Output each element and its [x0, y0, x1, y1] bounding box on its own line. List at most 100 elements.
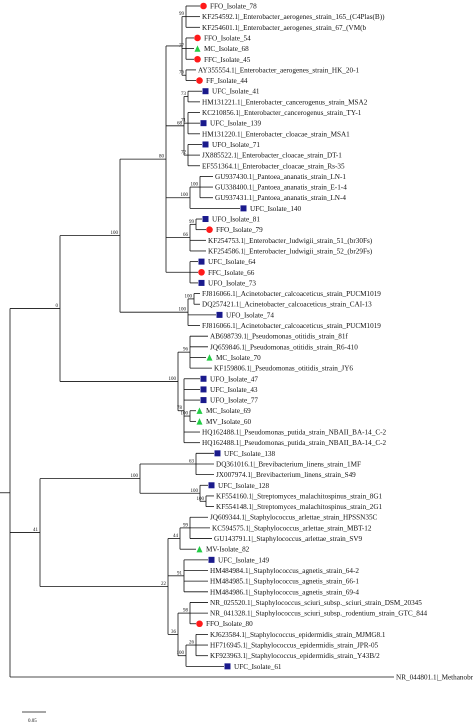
taxon-label: HM484985.1|_Staphylococcus_agnetis_strai… — [210, 578, 359, 586]
isolate-circle-marker — [198, 268, 205, 276]
taxon-label: HM131220.1|_Enterobacter_cloacae_strain_… — [202, 130, 350, 138]
bootstrap-value: 77 — [179, 44, 185, 49]
bootstrap-value: 100 — [179, 308, 187, 313]
taxon-label: HM484984.1|_Staphylococcus_agnetis_strai… — [210, 567, 359, 575]
taxon-label: KF254586.1|_Enterobacter_ludwigii_strain… — [208, 247, 373, 255]
taxon-label: UFO_Isolate_71 — [212, 141, 260, 149]
scale-bar-label: 0.05 — [28, 719, 37, 724]
taxon-label: UFC_Isolate_41 — [212, 88, 260, 96]
taxon-label: HM484986.1|_Staphylococcus_agnetis_strai… — [210, 588, 359, 596]
taxon-labels: FFO_Isolate_78KF254592.1|_Enterobacter_a… — [198, 3, 473, 682]
bootstrap-value: 80 — [159, 155, 165, 160]
isolate-markers — [194, 2, 247, 670]
bootstrap-value: 96 — [183, 348, 189, 353]
isolate-circle-marker — [196, 77, 203, 84]
isolate-square-marker — [202, 216, 209, 223]
taxon-label: AB698739.1|_Pseudomonas_otitidis_strain_… — [210, 333, 348, 341]
taxon-label: UFO_Isolate_77 — [210, 397, 258, 405]
isolate-square-marker — [202, 88, 209, 95]
taxon-label: UFC_Isolate_140 — [250, 205, 302, 213]
bootstrap-value: 99 — [189, 220, 195, 225]
isolate-square-marker — [198, 258, 205, 265]
bootstrap-value: 91 — [177, 571, 183, 576]
bootstrap-value: 22 — [161, 582, 167, 587]
bootstrap-value: 0 — [56, 304, 59, 309]
bootstrap-value: 100 — [181, 193, 189, 198]
isolate-square-marker — [224, 663, 231, 670]
taxon-label: JX885522.1|_Enterobacter_cloacae_strain_… — [202, 152, 342, 160]
bootstrap-value: 98 — [183, 609, 189, 614]
bootstrap-value: 76 — [179, 71, 185, 76]
taxon-label: JQ659846.1|_Pseudomonas_otitidis_strain_… — [210, 343, 358, 351]
taxon-label: KF554160.1|_Streptomyces_malachitospinus… — [216, 492, 383, 500]
taxon-label: FFO_Isolate_80 — [206, 620, 253, 628]
taxon-label: UFO_Isolate_47 — [210, 375, 258, 383]
taxon-label: KF159806.1|_Pseudomonas_otitidis_strain_… — [214, 365, 353, 373]
bootstrap-value: 44 — [173, 534, 179, 539]
bootstrap-value: 100 — [185, 294, 193, 299]
taxon-label: FFO_Isolate_54 — [204, 34, 251, 42]
taxon-label: HQ162488.1|_Pseudomonas_putida_strain_NB… — [202, 429, 387, 437]
taxon-label: GU937430.1|_Pantoea_ananatis_strain_LN-1 — [215, 173, 346, 181]
taxon-label: KF254753.1|_Enterobacter_ludwigii_strain… — [208, 237, 373, 245]
isolate-triangle-marker — [196, 418, 203, 425]
bootstrap-value: 26 — [189, 641, 195, 646]
isolate-square-marker — [200, 120, 207, 127]
bootstrap-value: 63 — [189, 459, 195, 464]
bootstrap-value: 100 — [177, 651, 185, 656]
taxon-label: EF551364.1|_Enterobacter_cloacae_strain_… — [202, 162, 345, 170]
taxon-label: KF254592.1|_Enterobacter_aerogenes_strai… — [202, 13, 385, 21]
bootstrap-value: 100 — [181, 412, 189, 417]
taxon-label: UFC_Isolate_61 — [234, 663, 282, 671]
taxon-label: KF254601.1|_Enterobacter_aerogenes_strai… — [202, 24, 367, 32]
isolate-circle-marker — [206, 226, 213, 233]
isolate-triangle-marker — [194, 45, 201, 52]
bootstrap-value: 100 — [169, 377, 177, 382]
taxon-label: FFO_Isolate_79 — [216, 226, 263, 234]
bootstrap-value: 71 — [181, 119, 187, 124]
bootstrap-value: 66 — [183, 233, 189, 238]
taxon-label: HF716945.1|_Staphylococcus_epidermidis_s… — [210, 642, 379, 650]
scale-bar: 0.05 — [22, 711, 46, 724]
taxon-label: MC_Isolate_68 — [204, 45, 249, 53]
taxon-label: KC210856.1|_Enterobacter_cancerogenus_st… — [202, 109, 362, 117]
isolate-triangle-marker — [196, 407, 203, 414]
isolate-circle-marker — [196, 620, 203, 628]
taxon-label: UFO_Isolate_73 — [208, 279, 256, 287]
taxon-label: GU338400.1|_Pantoea_ananatis_strain_E-1-… — [215, 184, 347, 192]
taxon-label: KC594575.1|_Staphylococcus_arlettae_stra… — [212, 524, 372, 532]
bootstrap-value: 78 — [177, 406, 183, 411]
taxon-label: UFC_Isolate_64 — [208, 258, 256, 266]
isolate-square-marker — [208, 556, 215, 563]
isolate-square-marker — [214, 450, 221, 457]
taxon-label: MC_Isolate_69 — [206, 407, 251, 415]
taxon-label: GU143791.1|_Staphylococcus_arlettae_stra… — [214, 535, 363, 543]
isolate-square-marker — [240, 205, 247, 212]
taxon-label: KF923963.1|_Staphylococcus_epidermidis_s… — [210, 652, 380, 660]
taxon-label: FFC_Isolate_66 — [208, 269, 255, 277]
isolate-square-marker — [216, 311, 223, 318]
taxon-label: JX007974.1|_Brevibacterium_linens_strain… — [216, 471, 356, 479]
bootstrap-value: 36 — [171, 630, 177, 635]
taxon-label: NR_025520.1|_Staphylococcus_sciuri_subsp… — [210, 599, 422, 607]
taxon-label: HM131221.1|_Enterobacter_cancerogenus_st… — [202, 98, 368, 106]
taxon-label: UFO_Isolate_81 — [212, 216, 260, 224]
bootstrap-value: 100 — [191, 183, 199, 188]
bootstrap-value: 100 — [131, 474, 139, 479]
bootstrap-value: 100 — [191, 489, 199, 494]
taxon-label: UFC_Isolate_43 — [210, 386, 258, 394]
isolate-circle-marker — [194, 34, 201, 42]
bootstrap-value: 73 — [181, 92, 187, 97]
taxon-label: FF_Isolate_44 — [206, 77, 248, 85]
taxon-label: UFC_Isolate_128 — [218, 482, 270, 490]
isolate-square-marker — [200, 386, 207, 393]
isolate-square-marker — [200, 397, 207, 404]
taxon-label: UFC_Isolate_149 — [218, 556, 270, 564]
taxon-label: FFC_Isolate_45 — [204, 56, 251, 64]
bootstrap-value: 72 — [181, 151, 187, 156]
isolate-circle-marker — [200, 2, 207, 10]
taxon-label: GU937431.1|_Pantoea_ananatis_strain_LN-4 — [215, 194, 346, 202]
bootstrap-value: 41 — [33, 528, 39, 533]
taxon-label: UFC_Isolate_139 — [210, 120, 262, 128]
